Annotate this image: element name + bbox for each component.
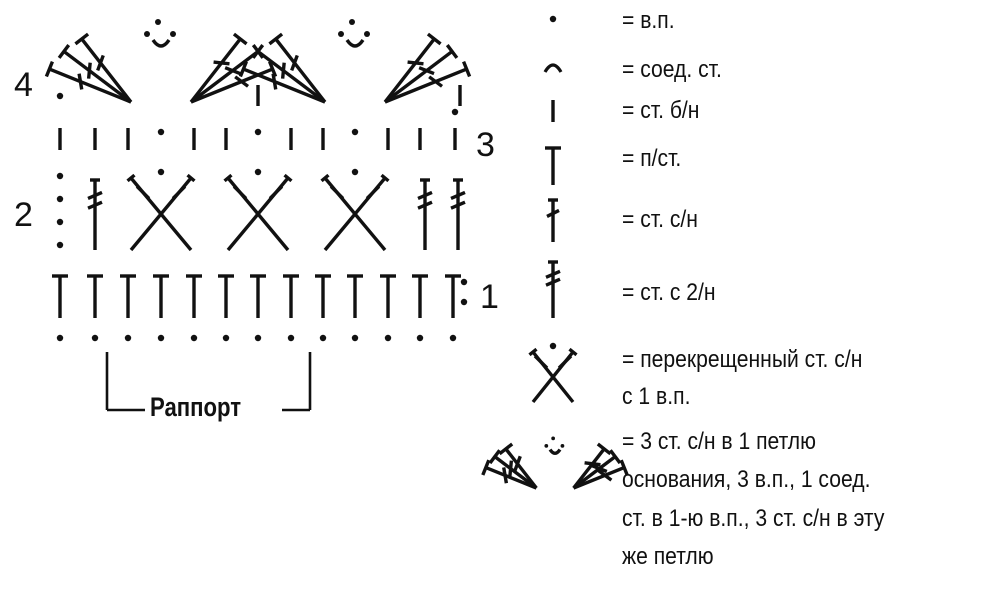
- foundation-chain-5: [190, 334, 198, 342]
- foundation-chain-2: [91, 334, 99, 342]
- row-4-turn-chain: [56, 92, 64, 100]
- legend-text-double: = ст. с/н: [622, 206, 698, 233]
- fan-stick-right-1: [384, 60, 472, 104]
- hdc-7: [250, 274, 266, 318]
- foundation-chain-8: [287, 334, 295, 342]
- fan-stick-right-1: [190, 60, 278, 104]
- hdc-11: [380, 274, 396, 318]
- legend-text-shell-line2: основания, 3 в.п., 1 соед.: [622, 466, 871, 493]
- row-number-1: 1: [480, 278, 499, 316]
- foundation-chain-6: [222, 334, 230, 342]
- foundation-chain-11: [384, 334, 392, 342]
- legend-symbol-crossed: [528, 342, 578, 404]
- legend-symbol-double: [546, 198, 560, 242]
- shell-fan-1: [44, 19, 278, 104]
- legend-symbol-half-double: [545, 146, 561, 185]
- turn-chain-1-1: [460, 278, 468, 286]
- fan-stick-left-3: [498, 442, 538, 490]
- hdc-13: [445, 274, 461, 318]
- row-number-2: 2: [14, 196, 33, 234]
- slip-stitch-arc: [151, 38, 171, 48]
- turn-chain-2-3: [56, 218, 64, 226]
- legend-text-slip: = соед. ст.: [622, 56, 722, 83]
- edge-treble-left: [87, 178, 103, 250]
- turn-chain-2-2: [56, 195, 64, 203]
- hdc-5: [186, 274, 202, 318]
- legend-symbol-treble: [545, 260, 561, 318]
- hdc-9: [315, 274, 331, 318]
- legend-text-shell-line3: ст. в 1-ю в.п., 3 ст. с/н в эту: [622, 505, 885, 532]
- hdc-6: [218, 274, 234, 318]
- foundation-chain-1: [56, 334, 64, 342]
- row-2-stitches: [56, 168, 466, 252]
- repeat-bracket: [105, 352, 312, 412]
- fan-stick-right-3: [383, 32, 442, 104]
- fan-stick-right-2: [572, 449, 622, 490]
- slip-stitch-arc: [548, 448, 562, 455]
- hdc-8: [283, 274, 299, 318]
- turn-chain-2-1: [56, 172, 64, 180]
- hdc-12: [412, 274, 428, 318]
- hdc-3: [120, 274, 136, 318]
- legend-text-treble: = ст. с 2/н: [622, 279, 716, 306]
- legend-symbol-shell: [481, 436, 629, 490]
- legend-text-chain: = в.п.: [622, 7, 675, 34]
- foundation-chain-4: [157, 334, 165, 342]
- row-1-turning-chain: [460, 278, 468, 306]
- fan-stick-left-2: [488, 449, 538, 490]
- foundation-chain-12: [416, 334, 424, 342]
- row-1-half-double-crochets: [52, 274, 461, 318]
- turn-chain-2-4: [56, 241, 64, 249]
- foundation-chain-10: [351, 334, 359, 342]
- foundation-chain-row: [56, 334, 457, 342]
- row-3-chain-3: [351, 128, 359, 136]
- fan-stick-left-3: [268, 32, 327, 104]
- crossed-dc-1: [126, 168, 196, 252]
- fan-stick-left-1: [238, 60, 326, 104]
- row-3-turn-chain: [451, 108, 459, 116]
- row-4-stitches: [44, 19, 472, 106]
- fan-stick-left-1: [481, 459, 538, 490]
- turn-chain-1-2: [460, 298, 468, 306]
- legend-text-shell-line4: же петлю: [622, 543, 714, 570]
- fan-stick-left-2: [57, 44, 133, 104]
- fan-stick-left-3: [74, 32, 133, 104]
- legend-text-half-double: = п/ст.: [622, 145, 682, 172]
- row-2-turning-chain: [56, 172, 64, 249]
- fan-stick-right-1: [572, 459, 629, 490]
- row-3-chain-1: [157, 128, 165, 136]
- fan-stick-right-3: [189, 32, 248, 104]
- row-3-chain-2: [254, 128, 262, 136]
- repeat-label: Раппорт: [150, 392, 242, 422]
- fan-stick-right-3: [572, 442, 612, 490]
- foundation-chain-3: [124, 334, 132, 342]
- crossed-dc-2: [223, 168, 293, 252]
- hdc-1: [52, 274, 68, 318]
- legend-symbol-slip: [543, 63, 563, 73]
- hdc-2: [87, 274, 103, 318]
- row-3-stitches: [58, 108, 459, 150]
- fan-stick-left-1: [44, 60, 132, 104]
- legend-text-single: = ст. б/н: [622, 97, 700, 124]
- foundation-chain-7: [254, 334, 262, 342]
- row-number-4: 4: [14, 66, 33, 104]
- legend-text-crossed-line1: = перекрещенный ст. с/н: [622, 346, 863, 373]
- foundation-chain-13: [449, 334, 457, 342]
- edge-treble-right-2: [450, 178, 466, 250]
- hdc-4: [153, 274, 169, 318]
- crossed-dc-3: [320, 168, 390, 252]
- hdc-10: [347, 274, 363, 318]
- legend-symbol-chain: [549, 15, 557, 23]
- legend-text-crossed-line2: с 1 в.п.: [622, 383, 691, 410]
- slip-stitch-arc: [345, 38, 365, 48]
- edge-treble-right-1: [417, 178, 433, 250]
- fan-stick-left-2: [251, 44, 327, 104]
- fan-stick-right-2: [383, 44, 459, 104]
- shell-fan-2: [238, 19, 472, 104]
- foundation-chain-9: [319, 334, 327, 342]
- legend-text-shell-line1: = 3 ст. с/н в 1 петлю: [622, 428, 816, 455]
- row-number-3: 3: [476, 126, 495, 164]
